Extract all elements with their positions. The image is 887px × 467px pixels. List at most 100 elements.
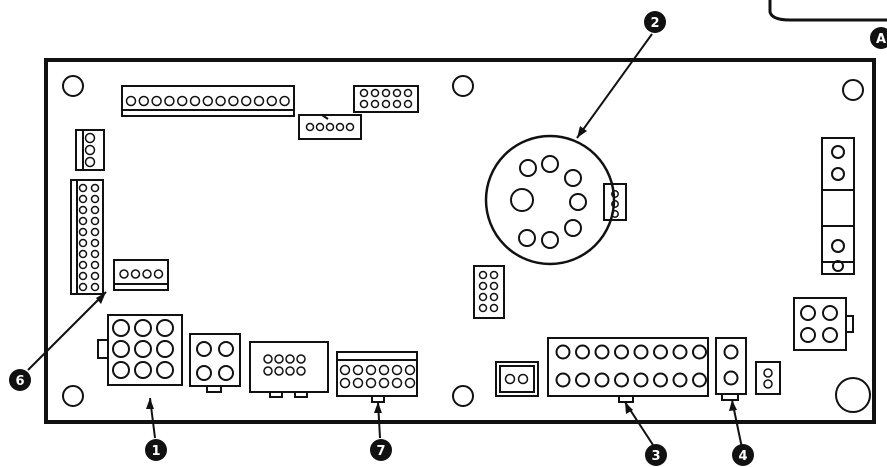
connector-pin — [153, 269, 164, 279]
connector-pin — [296, 366, 306, 376]
connector-pin — [478, 303, 488, 313]
connector-2x4-bottom — [249, 341, 329, 398]
connector-pin — [489, 270, 499, 280]
connector-pin — [489, 281, 499, 291]
connector-pin — [575, 372, 590, 388]
connector-pin — [215, 95, 226, 107]
connector-pin — [253, 95, 265, 107]
connector-pin — [119, 269, 129, 279]
connector-pin — [176, 95, 188, 107]
connector-pin — [315, 122, 325, 132]
connector-top-long — [121, 85, 295, 117]
callout-7: 7 — [370, 439, 392, 461]
connector-pin — [763, 379, 773, 389]
connector-pin — [156, 361, 174, 379]
connector-pin — [404, 364, 416, 376]
connector-pin — [352, 377, 364, 389]
connector-pin — [90, 249, 100, 259]
connector-pin — [378, 377, 390, 389]
connector-pin — [594, 372, 610, 388]
svg-text:7: 7 — [376, 444, 385, 459]
connector-pin — [78, 282, 88, 292]
connector-pin — [381, 88, 391, 98]
svg-text:3: 3 — [651, 449, 660, 464]
callout-4: 4 — [732, 444, 754, 466]
connector-pin — [832, 260, 844, 272]
connector-pin — [391, 377, 403, 389]
connector-pin — [723, 370, 739, 386]
mounting-hole — [452, 385, 474, 407]
connector-pin — [594, 344, 610, 360]
connector-pin — [263, 354, 273, 364]
connector-pin — [138, 95, 150, 107]
socket-pin — [564, 219, 582, 237]
connector-pin — [142, 269, 152, 279]
connector-bottom-2pin — [495, 361, 539, 397]
circuit-board — [44, 58, 876, 424]
mounting-hole — [62, 75, 84, 97]
connector-left-2x10 — [70, 179, 104, 295]
svg-text:4: 4 — [738, 449, 747, 464]
connector-pin — [78, 227, 88, 237]
connector-pin — [274, 354, 284, 364]
connector-pin — [633, 372, 649, 388]
connector-pin — [555, 344, 571, 360]
connector-2x2-bottom — [189, 333, 241, 393]
connector-pin — [90, 205, 100, 215]
connector-pin — [611, 210, 619, 218]
connector-pin — [575, 344, 590, 360]
connector-pin — [90, 282, 100, 292]
connector-pin — [672, 344, 688, 360]
leader-arrowheads — [96, 126, 737, 414]
connector-pin — [831, 239, 845, 253]
connector-pin — [489, 292, 499, 302]
connector-pin — [381, 99, 391, 109]
connector-pin — [84, 156, 96, 168]
socket-pin — [569, 193, 587, 211]
connector-pin — [692, 344, 707, 360]
connector-pin — [404, 377, 416, 389]
socket-pin — [541, 155, 559, 173]
connector-pin — [151, 95, 162, 107]
connector-pin — [822, 327, 838, 343]
connector-right-2x2 — [793, 297, 854, 351]
connector-pin — [263, 366, 273, 376]
connector-pin — [800, 327, 816, 343]
connector-pin — [156, 319, 174, 337]
callout-2: 2 — [644, 11, 666, 33]
connector-pin — [723, 344, 739, 360]
connector-pin — [266, 95, 278, 107]
connector-pin — [164, 95, 175, 107]
socket-pin — [564, 169, 582, 187]
connector-pin — [555, 372, 571, 388]
connector-pin — [478, 281, 488, 291]
svg-text:2: 2 — [650, 16, 659, 31]
connector-pin — [189, 95, 201, 107]
connector-pin — [822, 305, 838, 321]
connector-pin — [134, 319, 152, 337]
connector-pin — [478, 292, 488, 302]
connector-pin — [112, 340, 130, 358]
connector-pin — [134, 361, 152, 379]
connector-pin — [517, 373, 529, 385]
connector-7 — [336, 351, 418, 403]
socket-pin — [541, 231, 559, 249]
connector-pin — [90, 238, 100, 248]
connector-pin — [112, 319, 130, 337]
socket-pin — [510, 188, 534, 212]
socket-pin — [519, 159, 537, 177]
connector-pin — [504, 373, 516, 385]
mounting-hole-large — [835, 377, 871, 413]
connector-pin — [78, 249, 88, 259]
connector-pin — [156, 340, 174, 358]
svg-text:1: 1 — [151, 444, 160, 459]
connector-pin — [614, 372, 629, 388]
connector-pin — [78, 238, 88, 248]
connector-pin — [370, 99, 380, 109]
connector-pin — [112, 361, 130, 379]
connector-pin — [378, 364, 390, 376]
connector-pin — [339, 364, 351, 376]
connector-pin — [125, 95, 137, 107]
connector-pin — [274, 366, 284, 376]
connector-pin — [831, 167, 845, 181]
